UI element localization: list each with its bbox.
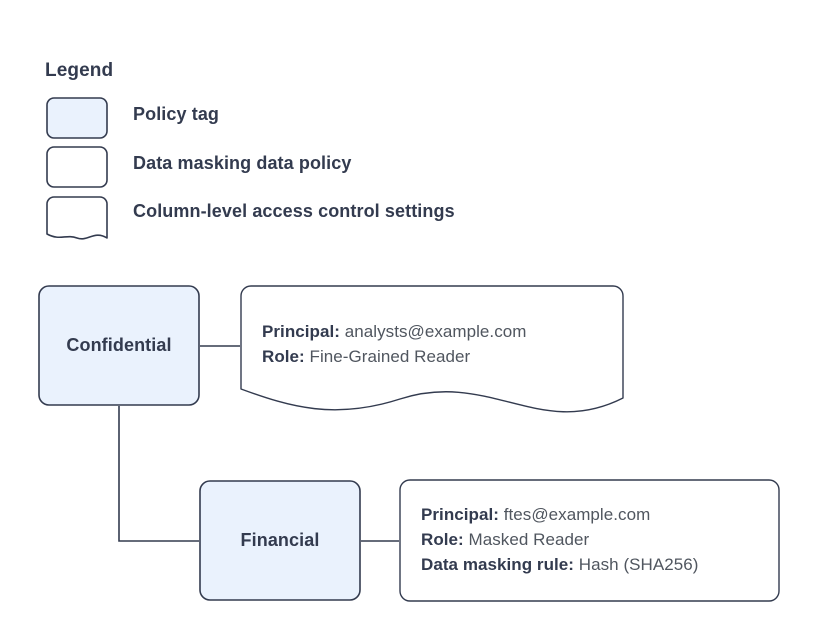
callout-line-value: Hash (SHA256) — [578, 555, 699, 574]
callout-financial-policy[interactable]: Principal: ftes@example.com Role: Masked… — [399, 479, 780, 602]
callout-line-label: Data masking rule: — [421, 555, 575, 574]
node-financial-label: Financial — [240, 530, 320, 550]
legend-label-data-masking-policy: Data masking data policy — [133, 153, 352, 173]
callout-confidential-access-text: Principal: analysts@example.com Role: Fi… — [262, 319, 526, 369]
callout-line-label: Role: — [262, 347, 305, 366]
callout-line: Principal: ftes@example.com — [421, 502, 699, 527]
legend-label-policy-tag: Policy tag — [133, 104, 220, 124]
callout-line-value: analysts@example.com — [344, 322, 527, 341]
legend-label-column-access-settings: Column-level access control settings — [133, 201, 455, 221]
node-financial[interactable]: Financial — [199, 480, 361, 601]
callout-line-label: Role: — [421, 530, 464, 549]
callout-line-value: Masked Reader — [468, 530, 590, 549]
node-confidential[interactable]: Confidential — [38, 285, 200, 406]
callout-line-label: Principal: — [262, 322, 340, 341]
callout-line: Data masking rule: Hash (SHA256) — [421, 552, 699, 577]
callout-financial-policy-text: Principal: ftes@example.com Role: Masked… — [421, 502, 699, 577]
callout-line-label: Principal: — [421, 505, 499, 524]
legend-swatch-column-access-settings — [46, 196, 108, 242]
legend-swatch-data-masking-policy — [46, 146, 108, 188]
callout-line: Role: Masked Reader — [421, 527, 699, 552]
legend-swatch-policy-tag — [46, 97, 108, 139]
edge-confidential-to-financial — [118, 406, 199, 542]
callout-line: Role: Fine-Grained Reader — [262, 344, 526, 369]
callout-line-value: Fine-Grained Reader — [309, 347, 471, 366]
callout-line-value: ftes@example.com — [503, 505, 651, 524]
node-confidential-label: Confidential — [66, 335, 172, 355]
callout-line: Principal: analysts@example.com — [262, 319, 526, 344]
legend-title: Legend — [45, 60, 114, 81]
callout-confidential-access[interactable]: Principal: analysts@example.com Role: Fi… — [240, 285, 624, 413]
